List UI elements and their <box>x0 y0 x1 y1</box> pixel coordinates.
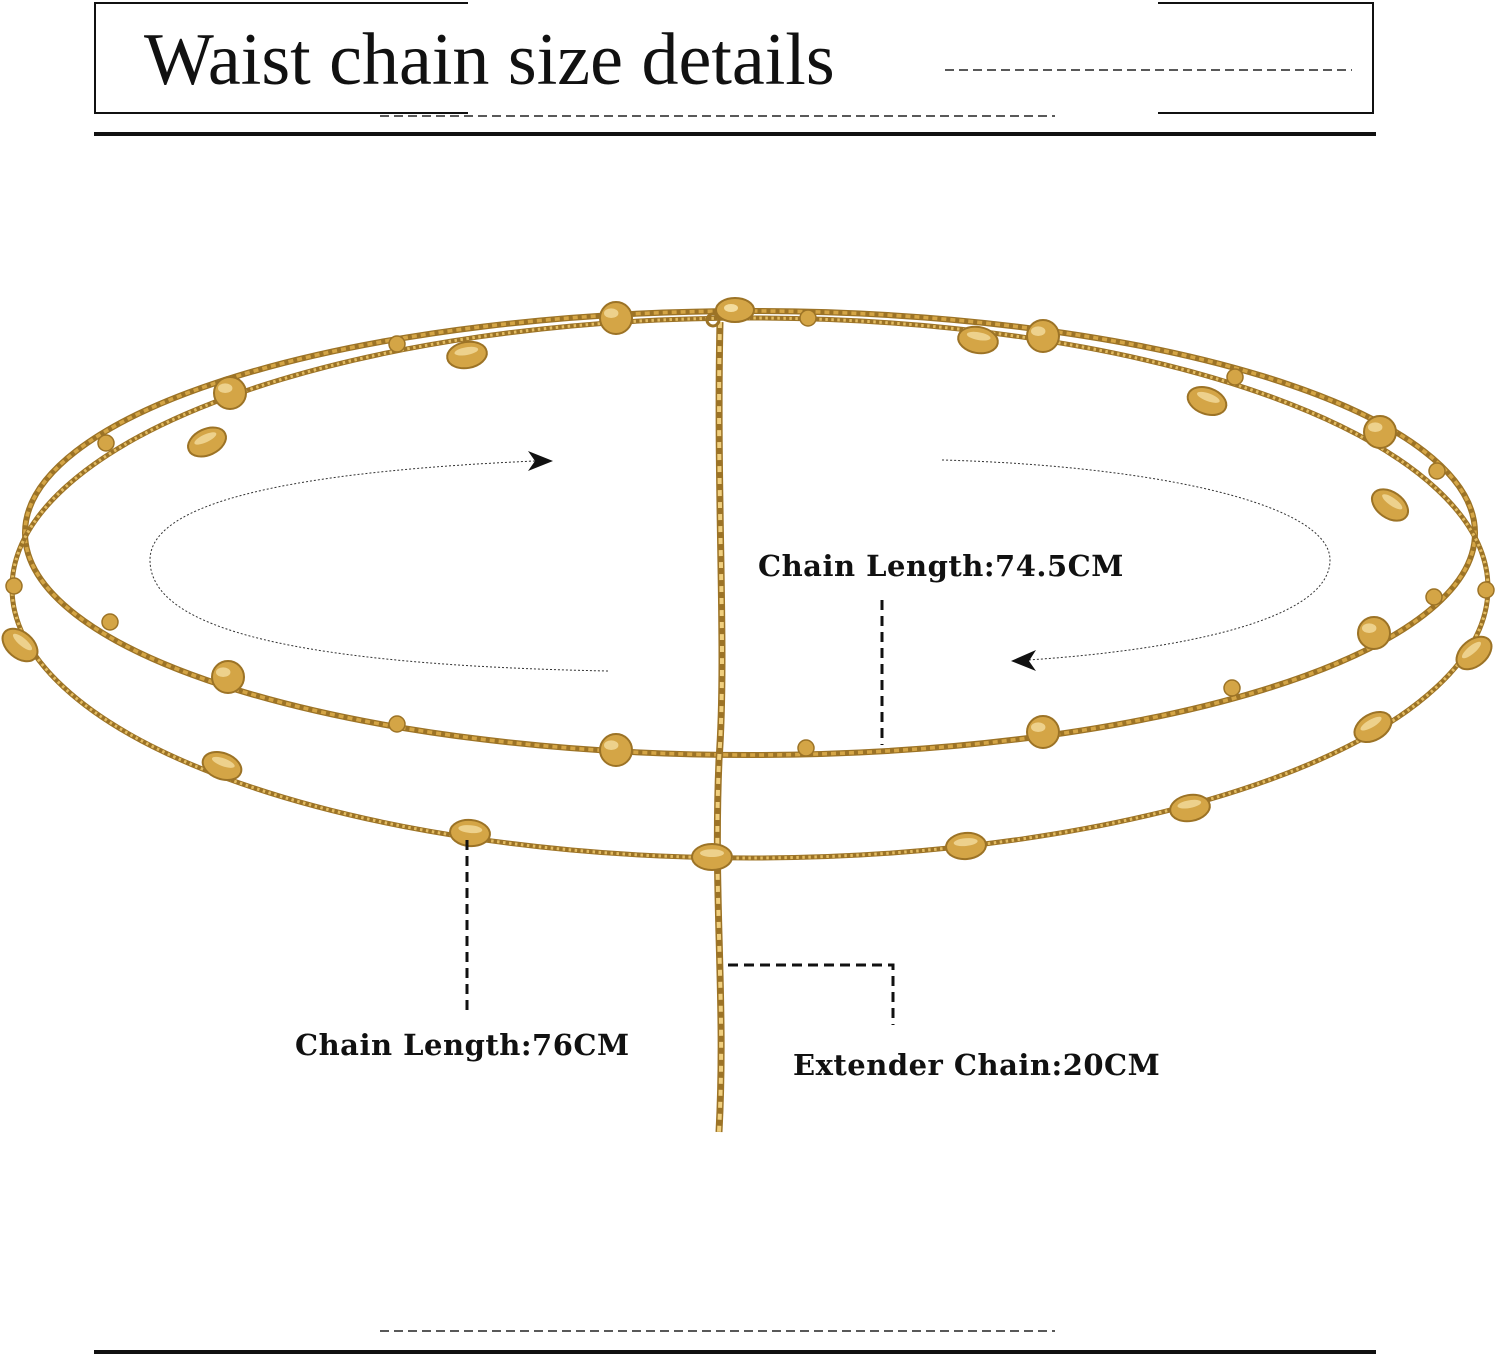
extender-chain-length-label: Extender Chain:20CM <box>793 1048 1161 1082</box>
ball-bead <box>1477 581 1495 599</box>
bead-highlight <box>12 633 33 651</box>
arrow-head-left-icon <box>1011 650 1036 671</box>
inner-chain <box>22 308 1478 758</box>
title-frame-gap-bottom <box>468 110 1158 114</box>
decor-dashes <box>380 69 1352 1332</box>
bead-highlight <box>216 667 231 677</box>
oval-bead <box>691 843 733 871</box>
bead-highlight <box>211 756 235 768</box>
ball-bead <box>101 613 119 631</box>
extender-chain <box>713 321 726 1133</box>
bead-highlight <box>604 308 619 319</box>
bead-highlight <box>1368 422 1383 433</box>
lobster-clasp-icon <box>705 297 755 328</box>
disc-bead <box>1026 319 1060 353</box>
bead-highlight <box>1196 391 1220 403</box>
bead-highlight <box>1461 641 1482 659</box>
arrow-head-right-icon <box>528 451 553 471</box>
bead-highlight <box>1177 799 1202 809</box>
inner-chain-length-label: Chain Length:74.5CM <box>758 549 1124 583</box>
disc-bead <box>213 376 247 410</box>
disc-bead <box>1026 715 1060 749</box>
rotation-arrows-icon <box>149 459 1331 672</box>
oval-bead <box>1353 710 1393 744</box>
dimension-lines <box>465 600 895 1025</box>
bead-highlight <box>454 346 479 356</box>
ball-bead <box>1226 368 1244 386</box>
ball-bead <box>1425 588 1443 606</box>
disc-bead <box>599 301 633 335</box>
oval-bead <box>201 750 243 782</box>
oval-bead <box>1455 635 1493 671</box>
title-frame: Waist chain size details <box>94 2 1374 114</box>
outer-chain-length-label: Chain Length:76CM <box>295 1028 630 1062</box>
top-rule <box>94 132 1376 136</box>
title-frame-gap-top <box>468 2 1158 6</box>
oval-bead <box>1169 793 1211 823</box>
disc-bead <box>1357 616 1391 650</box>
bead-highlight <box>1382 494 1403 510</box>
oval-bead <box>1 627 39 663</box>
bead-highlight <box>458 825 483 834</box>
ball-bead <box>799 309 817 327</box>
disc-bead <box>211 660 245 694</box>
bottom-rule <box>94 1350 1376 1354</box>
ball-bead <box>97 434 115 452</box>
bead-highlight <box>1360 716 1382 731</box>
page-title: Waist chain size details <box>144 19 835 101</box>
ball-bead <box>388 715 406 733</box>
ball-bead <box>5 577 23 595</box>
chain-beads <box>1 301 1495 871</box>
oval-bead <box>449 818 491 848</box>
disc-bead <box>599 733 633 767</box>
bead-highlight <box>218 383 233 394</box>
bead-highlight <box>604 740 619 750</box>
bead-highlight <box>1031 722 1046 732</box>
disc-bead <box>1363 415 1397 449</box>
bead-highlight <box>966 331 991 341</box>
ball-bead <box>1223 679 1241 697</box>
ball-bead <box>797 739 815 757</box>
bead-highlight <box>194 432 217 445</box>
bead-highlight <box>1362 623 1377 633</box>
bead-highlight <box>953 838 978 847</box>
ball-bead <box>388 335 406 353</box>
bead-highlight <box>1031 326 1046 337</box>
ball-bead <box>1428 462 1446 480</box>
oval-bead <box>945 831 987 861</box>
bead-highlight <box>700 849 724 857</box>
